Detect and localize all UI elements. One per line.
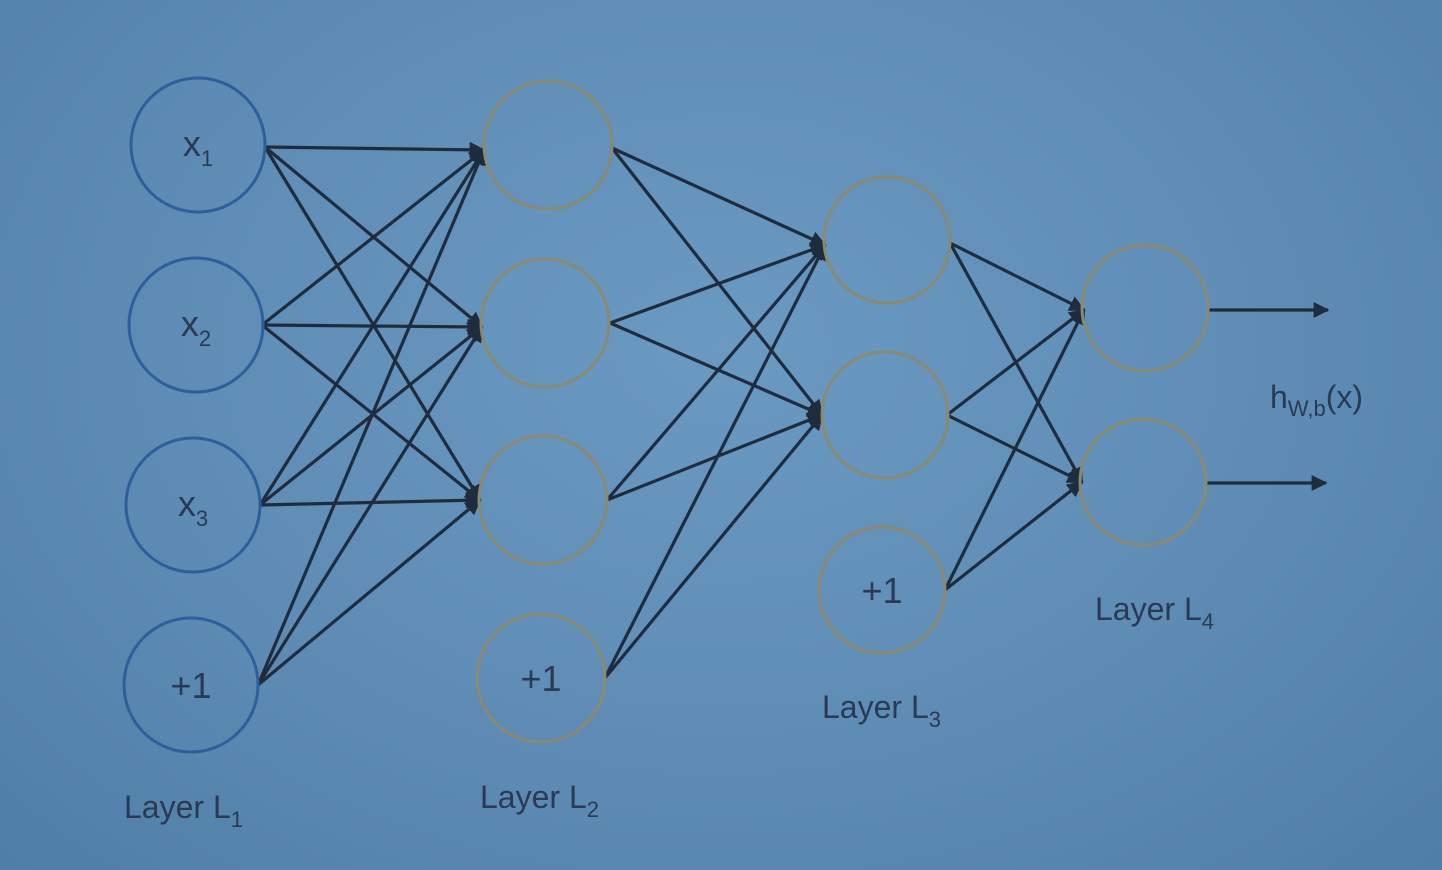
node-label: +1 — [170, 665, 211, 706]
edge-l1-2-to-l2-3 — [260, 323, 482, 502]
edge-l1-4-to-l2-3 — [256, 498, 482, 687]
layer-label-l1: Layer L1 — [124, 789, 243, 832]
hidden-node-l2-2 — [479, 257, 611, 389]
edge-l2-3-to-l3-2 — [606, 412, 824, 502]
layer-3: +1 — [817, 175, 952, 655]
hidden-node-l2-1 — [482, 79, 614, 211]
layer-4 — [1078, 243, 1210, 547]
input-node-x2: x2 — [127, 256, 265, 394]
hidden-node-l3-1 — [822, 175, 952, 305]
edge-l2-2-to-l3-2 — [609, 321, 824, 417]
edge-l1-1-to-l2-1 — [264, 141, 486, 158]
svg-text:x3: x3 — [178, 483, 208, 531]
edge-l2-1-to-l3-2 — [610, 147, 824, 417]
edge-l1-3-to-l2-1 — [258, 148, 486, 506]
edge-l3-3-to-l4-1 — [943, 308, 1086, 591]
input-node-x1: x1 — [129, 76, 267, 214]
bias-node-l3: +1 — [817, 525, 947, 655]
output-label: hW,b(x) — [1270, 379, 1363, 421]
layer-label-l4: Layer L4 — [1095, 591, 1214, 634]
node-label-sub: 2 — [199, 326, 211, 351]
output-node-2 — [1078, 417, 1208, 547]
layer-label-l2: Layer L2 — [480, 779, 599, 822]
edge-l1-1-to-l2-3 — [263, 146, 482, 502]
edge-l3-3-to-l4-2 — [944, 480, 1084, 592]
bias-node-l2: +1 — [475, 612, 607, 744]
edge-l1-4-to-l2-2 — [256, 325, 484, 686]
node-label-sub: 1 — [201, 146, 213, 171]
node-label: +1 — [861, 570, 902, 611]
node-label: +1 — [520, 658, 561, 699]
edge-l2-4-to-l3-1 — [603, 243, 827, 679]
edge-l2-1-to-l3-1 — [611, 146, 827, 247]
layer-2: +1 — [475, 79, 614, 744]
edge-l1-3-to-l2-3 — [259, 492, 482, 509]
edge-l1-4-to-l2-1 — [256, 148, 486, 686]
edge-l1-2-to-l2-1 — [261, 148, 486, 327]
edge-l3-1-to-l4-1 — [949, 241, 1086, 312]
node-label-sub: 3 — [196, 506, 208, 531]
output-node-1 — [1080, 243, 1210, 373]
hidden-node-l3-2 — [820, 350, 950, 480]
hidden-node-l2-3 — [477, 434, 609, 566]
svg-text:x1: x1 — [183, 123, 213, 171]
layer-1: x1 x2 x3 +1 — [122, 76, 267, 754]
connections — [256, 141, 1330, 687]
layer-label-l3: Layer L3 — [822, 689, 941, 732]
node-label: x — [183, 123, 201, 164]
input-node-x3: x3 — [124, 436, 262, 574]
bias-node-l1: +1 — [122, 616, 260, 754]
node-label: x — [178, 483, 196, 524]
svg-text:x2: x2 — [181, 303, 211, 351]
edge-l2-2-to-l3-1 — [609, 242, 827, 325]
edge-l3-2-to-l4-1 — [946, 308, 1086, 417]
edge-l2-4-to-l3-2 — [603, 413, 824, 680]
edge-l2-3-to-l3-1 — [605, 243, 827, 502]
node-label: x — [181, 303, 199, 344]
